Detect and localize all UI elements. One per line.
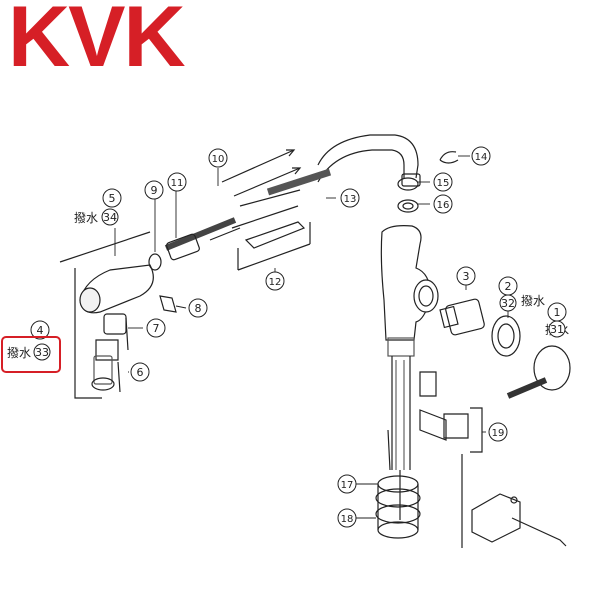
- callout-11-circle: [167, 172, 187, 192]
- callout-9-num: 9: [151, 184, 158, 197]
- callout-10-num: 10: [212, 154, 225, 165]
- callout-34-num: 34: [103, 211, 117, 224]
- callout-17-circle: [337, 474, 357, 494]
- callout-8-circle: [188, 298, 208, 318]
- callout-10-circle: [208, 148, 228, 168]
- callout-3-circle: [456, 266, 476, 286]
- callout-18-num: 18: [341, 514, 354, 525]
- callout-16-circle: [433, 194, 453, 214]
- callout-13-num: 13: [344, 194, 357, 205]
- callout-14-num: 14: [475, 152, 488, 163]
- label-2: 撥水: [521, 293, 545, 308]
- callout-3-num: 3: [463, 270, 470, 283]
- callout-32-num: 32: [501, 297, 515, 310]
- callout-13-circle: [340, 188, 360, 208]
- callout-2-num: 2: [505, 280, 512, 293]
- callout-12-num: 12: [269, 277, 282, 288]
- callout-31-circle: [548, 320, 566, 338]
- callout-33-circle: [33, 343, 51, 361]
- callout-15-num: 15: [437, 178, 450, 189]
- callout-31-num: 31: [550, 323, 564, 336]
- leader-lines: [114, 155, 558, 519]
- callout-4-num: 4: [37, 324, 44, 337]
- callout-19-circle: [488, 422, 508, 442]
- callout-7-num: 7: [153, 322, 160, 335]
- highlight-box-33: [1, 336, 61, 373]
- callout-7-circle: [146, 318, 166, 338]
- callout-6-circle: [130, 362, 150, 382]
- callout-6-num: 6: [137, 366, 144, 379]
- coating-callouts: 31 32 34 33: [33, 208, 566, 361]
- callout-1-num: 1: [554, 306, 561, 319]
- label-5: 撥水: [74, 210, 98, 225]
- callout-14-circle: [471, 146, 491, 166]
- callout-34-circle: [101, 208, 119, 226]
- faucet-drawing: [59, 134, 571, 548]
- callout-19-num: 19: [492, 428, 505, 439]
- callout-12-circle: [265, 271, 285, 291]
- callout-5-num: 5: [109, 192, 116, 205]
- callout-5-circle: [102, 188, 122, 208]
- callout-33-num: 33: [35, 346, 49, 359]
- callout-9-circle: [144, 180, 164, 200]
- callout-4-circle: [30, 320, 50, 340]
- callout-15-circle: [433, 172, 453, 192]
- label-4: 撥水: [7, 345, 31, 360]
- callout-8-num: 8: [195, 302, 202, 315]
- callout-18-circle: [337, 508, 357, 528]
- callout-17-num: 17: [341, 480, 354, 491]
- callout-16-num: 16: [437, 200, 450, 211]
- callout-32-circle: [499, 294, 517, 312]
- callout-11-num: 11: [171, 178, 184, 189]
- kvk-logo: KVK: [8, 0, 186, 85]
